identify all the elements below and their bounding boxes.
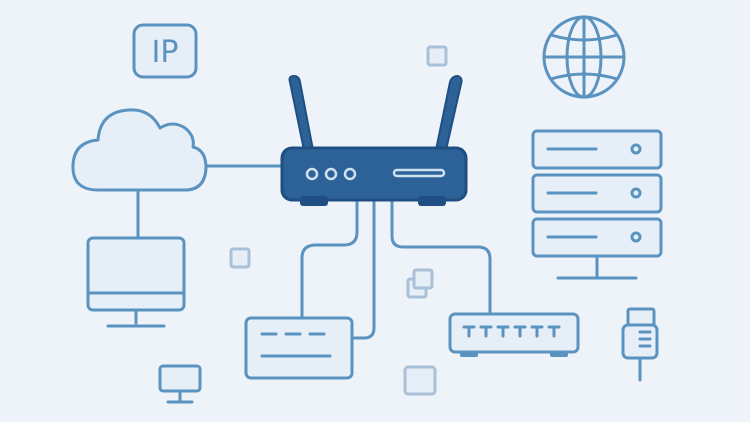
plug-icon xyxy=(621,307,659,382)
ip-badge-icon: IP xyxy=(132,23,198,79)
copy-squares-icon xyxy=(406,268,434,299)
router-device-link-a xyxy=(300,198,359,320)
globe-icon xyxy=(542,15,626,99)
server-icon xyxy=(531,129,663,280)
switch-ports xyxy=(462,325,561,338)
router-led-3 xyxy=(343,167,357,181)
switch-icon xyxy=(448,312,580,357)
decorative-square xyxy=(229,247,251,269)
router-icon xyxy=(280,74,468,206)
decorative-square xyxy=(403,365,437,396)
box-device-icon xyxy=(244,316,354,380)
router-device-link-b xyxy=(350,198,376,340)
router-switch-link xyxy=(390,198,492,316)
small-monitor-icon xyxy=(158,364,202,404)
monitor-icon xyxy=(86,236,186,328)
router-led-2 xyxy=(324,167,338,181)
decorative-squares xyxy=(229,45,448,396)
ip-badge-label: IP xyxy=(152,35,179,70)
router-led-1 xyxy=(305,167,319,181)
connection-lines xyxy=(136,164,492,340)
decorative-square xyxy=(426,45,448,67)
cloud-icon xyxy=(71,108,208,192)
router-status-bar xyxy=(392,168,446,178)
